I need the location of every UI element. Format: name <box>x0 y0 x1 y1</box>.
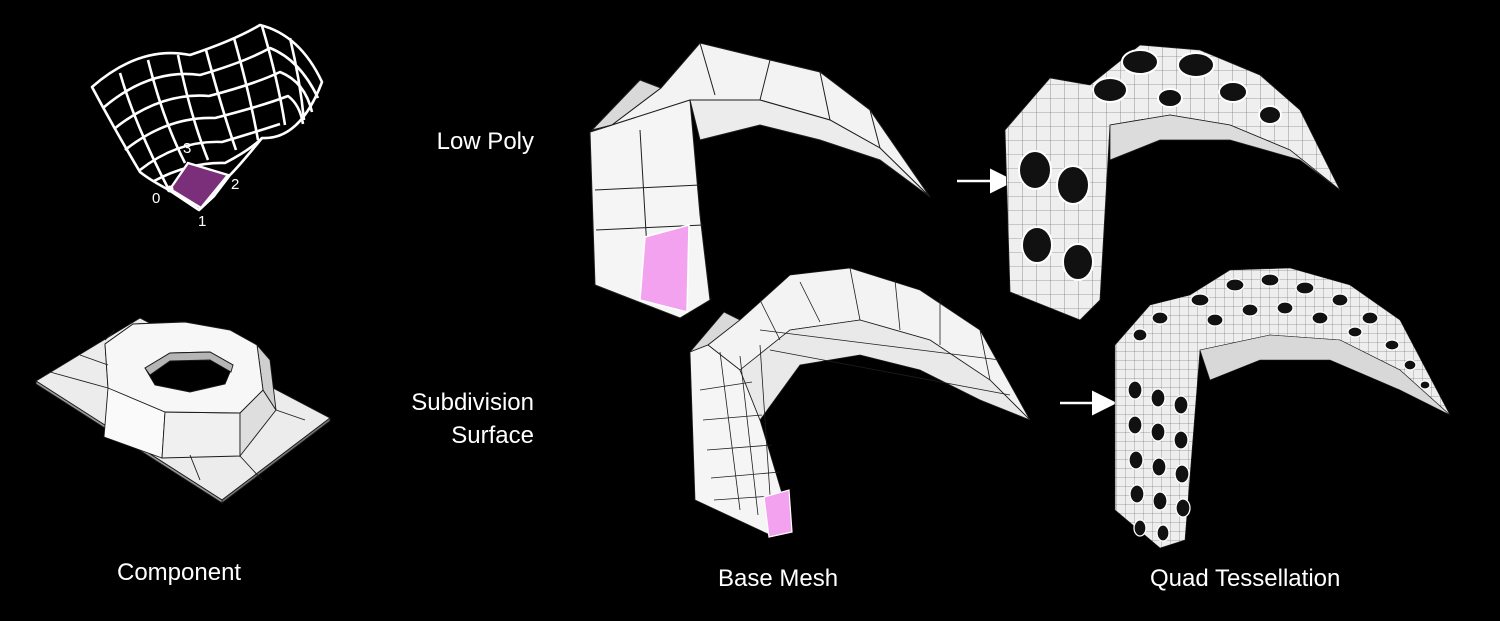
row-label-low-poly: Low Poly <box>436 128 534 155</box>
column-label-component: Component <box>117 559 242 586</box>
column-label-base-mesh: Base Mesh <box>718 565 839 592</box>
vertex-label-1: 1 <box>198 213 206 230</box>
highlight-quad-subdivision <box>763 489 793 538</box>
component-tile <box>35 317 331 504</box>
column-label-quad-tessellation: Quad Tessellation <box>1150 565 1341 592</box>
highlight-quad-component <box>168 161 231 210</box>
vertex-label-2: 2 <box>231 176 239 193</box>
vertex-0-dot <box>166 185 174 193</box>
highlight-quad-low-poly <box>639 224 690 313</box>
base-mesh-subdivision <box>689 267 1031 538</box>
quad-tessellation-subdivision <box>1114 267 1451 549</box>
wireframe-surface <box>90 23 324 212</box>
vertex-label-0: 0 <box>152 190 160 207</box>
row-label-surface: Surface <box>451 422 534 449</box>
vertex-label-3: 3 <box>183 140 191 157</box>
base-mesh-low-poly <box>589 42 931 319</box>
quad-tessellation-low-poly <box>1004 44 1341 321</box>
row-label-subdivision: Subdivision <box>411 389 534 416</box>
